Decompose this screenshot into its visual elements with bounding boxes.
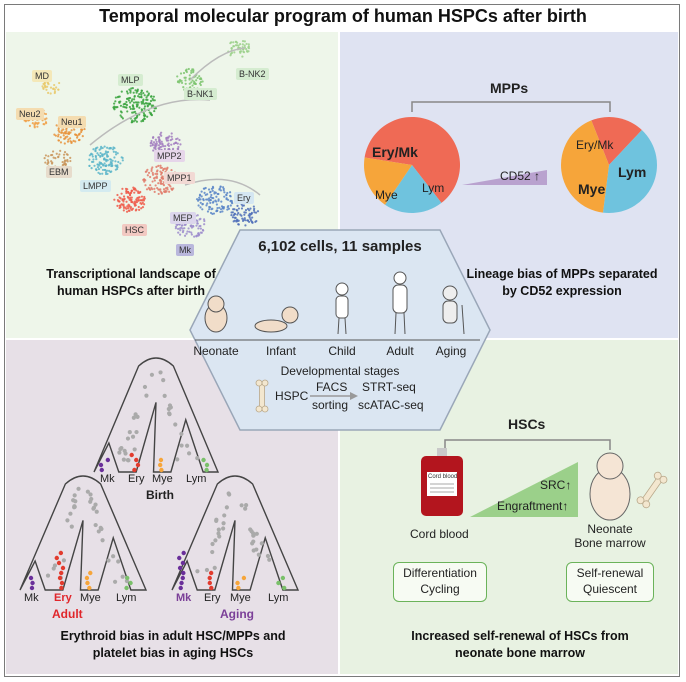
adult-label: Adult xyxy=(52,607,83,621)
engraftment-label: Engraftment↑ xyxy=(497,499,569,513)
child-figure xyxy=(335,282,349,335)
src-label: SRC↑ xyxy=(540,478,572,492)
aging-mye: Mye xyxy=(230,592,251,604)
adult-mye: Mye xyxy=(80,592,101,604)
cluster-mep: MEP xyxy=(170,212,196,224)
infant-figure xyxy=(254,306,299,333)
lineage-trees xyxy=(19,357,300,591)
aging-label: Aging xyxy=(220,607,254,621)
adult-mk: Mk xyxy=(24,592,39,604)
aging-figure xyxy=(442,285,465,335)
atac-label: scATAC-seq xyxy=(358,398,424,412)
cluster-md: MD xyxy=(32,70,52,82)
pie-left-ery-label: Ery/Mk xyxy=(372,144,418,160)
adult-ery: Ery xyxy=(54,592,72,604)
marker-label: CD52 ↑ xyxy=(500,169,541,183)
pie-left-mye-label: Mye xyxy=(375,188,398,202)
trajectory-arrow xyxy=(89,98,211,146)
stages-label: Developmental stages xyxy=(280,364,400,378)
pie-right-lym-label: Lym xyxy=(618,164,647,180)
figure-title: Temporal molecular program of human HSPC… xyxy=(99,6,587,26)
engraftment-wedge xyxy=(470,462,578,517)
aging-mk: Mk xyxy=(176,592,192,604)
cluster-lmpp: LMPP xyxy=(80,180,111,192)
cluster-mpp1: MPP1 xyxy=(164,172,195,184)
bag-label: Cord blood xyxy=(428,474,458,480)
neonate-swaddle-icon xyxy=(589,452,631,521)
strt-label: STRT-seq xyxy=(362,380,416,394)
hspc-label: HSPC xyxy=(275,389,309,403)
stage-child: Child xyxy=(328,344,356,358)
pie-slice-ery-mk xyxy=(364,117,460,203)
mpp-bracket xyxy=(411,101,611,112)
sorting-label: sorting xyxy=(312,398,349,412)
stage-aging: Aging xyxy=(435,344,467,358)
pie-slice-mye xyxy=(561,120,609,213)
pie-slice-lym xyxy=(385,165,442,214)
pie-left xyxy=(364,117,460,214)
adult-figure xyxy=(392,271,408,335)
hsc-bracket xyxy=(444,439,611,450)
center-header: 6,102 cells, 11 samples xyxy=(258,238,422,255)
cluster-hsc: HSC xyxy=(122,224,148,236)
adult-lym: Lym xyxy=(116,592,137,604)
cluster-mk: Mk xyxy=(176,244,194,256)
pie-slice-lym xyxy=(602,130,657,213)
aging-lym: Lym xyxy=(268,592,289,604)
lineage-tree xyxy=(93,357,220,473)
mpp-heading: MPPs xyxy=(490,80,529,96)
aging-ery: Ery xyxy=(204,592,221,604)
pie-slice-mye xyxy=(364,157,412,205)
bone-icon-right xyxy=(636,471,668,509)
seq-arrowhead xyxy=(350,392,358,400)
pie-left-lym-label: Lym xyxy=(422,181,445,195)
pie-right xyxy=(561,117,657,213)
bone-icon xyxy=(255,379,269,413)
birth-lym: Lym xyxy=(186,473,207,485)
birth-mye: Mye xyxy=(152,473,173,485)
stage-neonate: Neonate xyxy=(193,344,239,358)
facs-label: FACS xyxy=(316,380,348,394)
lineage-tree xyxy=(19,475,148,591)
birth-ery: Ery xyxy=(128,473,145,485)
cord-blood-label: Cord blood xyxy=(410,527,469,541)
cluster-ebm: EBM xyxy=(46,166,72,178)
trajectory-arrow xyxy=(189,47,246,81)
blood-bag-icon xyxy=(421,448,463,516)
cluster-ery: Ery xyxy=(234,192,254,204)
pie-right-mye-label: Mye xyxy=(578,181,606,197)
pie-right-ery-label: Ery/Mk xyxy=(576,138,614,152)
cluster-neu1: Neu1 xyxy=(58,116,86,128)
lineage-tree xyxy=(171,475,300,591)
cluster-mpp2: MPP2 xyxy=(154,150,185,162)
cluster-mlp: MLP xyxy=(118,74,143,86)
cluster-neu2: Neu2 xyxy=(16,108,44,120)
hsc-heading: HSCs xyxy=(508,416,546,432)
neonate-figure xyxy=(204,295,228,333)
cd52-wedge xyxy=(462,170,547,185)
outer-frame xyxy=(4,4,680,677)
birth-label: Birth xyxy=(146,488,174,502)
stage-adult: Adult xyxy=(386,344,414,358)
umap-scatter xyxy=(23,40,260,238)
cluster-bnk2: B-NK2 xyxy=(236,68,269,80)
stage-infant: Infant xyxy=(265,344,297,358)
birth-mk: Mk xyxy=(100,473,115,485)
pie-slice-ery-mk xyxy=(591,117,642,165)
cluster-bnk1: B-NK1 xyxy=(184,88,217,100)
